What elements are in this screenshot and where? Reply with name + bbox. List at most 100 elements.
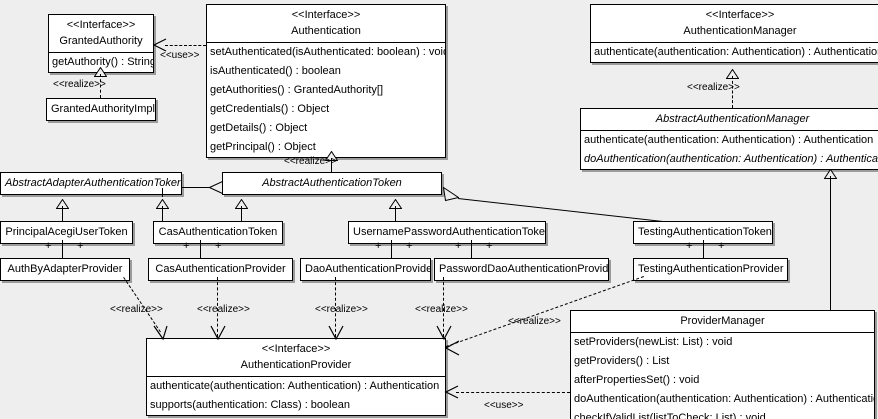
class-box-username-password-authentication-token[interactable]: UsernamePasswordAuthenticationToken (348, 221, 546, 244)
member-row: authenticate(authentication: Authenticat… (150, 380, 440, 392)
realize-label-cas-authentication-provider: <<realize>> (197, 304, 250, 315)
generalization-line-adapter-token (182, 187, 209, 188)
realize-line-abstract-authentication-manager (732, 76, 733, 108)
realize-arrowhead-dao-provider (328, 325, 344, 341)
realize-line-cas-authentication-provider (217, 277, 218, 337)
realize-arrowhead-cas-provider (210, 325, 226, 341)
generalization-line-username-password-token (241, 206, 242, 221)
class-name-label: AbstractAuthenticationToken (262, 177, 402, 189)
member-row: doAuthentication(authentication: Authent… (574, 393, 874, 405)
class-header: <<Interface>> GrantedAuthority (49, 15, 153, 52)
realize-label-dao-authentication-provider: <<realize>> (315, 304, 368, 315)
member-row: setAuthenticated(isAuthenticated: boolea… (210, 46, 445, 58)
class-members: getAuthority() : String (49, 53, 153, 72)
realize-arrowhead-auth-by-adapter (153, 325, 168, 341)
class-name-label: GrantedAuthorityImpl (51, 103, 155, 115)
realize-label-abstract-authentication-token: <<realize>> (284, 156, 337, 167)
association-plus: + (77, 240, 84, 252)
class-members: authenticate(authentication: Authenticat… (581, 131, 878, 169)
realize-arrowhead-testing-provider (444, 340, 460, 356)
class-members: setAuthenticated(isAuthenticated: boolea… (207, 43, 445, 157)
class-box-password-dao-authentication-provider[interactable]: PasswordDaoAuthenticationProvider (434, 258, 609, 281)
member-row: authenticate(authentication: Authenticat… (594, 46, 878, 58)
stereotype-label: <<Interface>> (705, 9, 775, 21)
member-row: getAuthority() : String (52, 56, 153, 68)
association-plus: + (718, 240, 725, 252)
member-row: getDetails() : Object (210, 122, 308, 134)
class-box-auth-by-adapter-provider[interactable]: AuthByAdapterProvider (0, 258, 130, 281)
class-name-label: GrantedAuthority (59, 35, 143, 47)
divider (581, 130, 878, 131)
generalization-arrowhead-cas-token (155, 196, 170, 209)
class-members: authenticate(authentication: Authenticat… (147, 377, 445, 415)
class-box-cas-authentication-token[interactable]: CasAuthenticationToken (153, 221, 283, 244)
class-box-abstract-adapter-authentication-token[interactable]: AbstractAdapterAuthenticationToken (0, 172, 182, 195)
member-row: supports(authentication: Class) : boolea… (150, 399, 350, 411)
realize-line-granted-authority-impl (100, 74, 101, 98)
generalization-arrowhead-abstract-authentication-token-right (442, 186, 460, 202)
use-arrowhead-granted-authority (152, 38, 167, 52)
generalization-line-principal-acegi-user-token (62, 206, 63, 221)
class-name-label: TestingAuthenticationToken (638, 226, 772, 238)
generalization-arrowhead-abstract-authentication-manager (823, 166, 838, 179)
class-name-label: ProviderManager (680, 315, 765, 327)
association-plus: + (486, 240, 493, 252)
class-box-abstract-authentication-manager[interactable]: AbstractAuthenticationManager authentica… (580, 108, 878, 170)
class-box-cas-authentication-provider[interactable]: CasAuthenticationProvider (148, 258, 293, 281)
realize-line-dao-authentication-provider (335, 277, 336, 337)
divider (49, 52, 153, 53)
class-header: <<Interface>> AuthenticationProvider (147, 339, 445, 376)
class-box-testing-authentication-provider[interactable]: TestingAuthenticationProvider (633, 258, 788, 281)
member-row: authenticate(authentication: Authenticat… (584, 134, 874, 146)
use-label-granted-authority: <<use>> (160, 50, 200, 61)
class-box-granted-authority-impl[interactable]: GrantedAuthorityImpl (46, 98, 156, 121)
association-line-principal-to-authbyadapter (62, 240, 63, 258)
generalization-line-username-password-token-2 (395, 206, 396, 221)
generalization-line-cas-authentication-token-up (162, 188, 163, 197)
generalization-line-provider-manager (830, 176, 831, 310)
association-plus: + (183, 240, 190, 252)
association-plus: + (686, 240, 693, 252)
divider (207, 42, 445, 43)
realize-label-auth-by-adapter-provider: <<realize>> (110, 304, 163, 315)
generalization-arrowhead-abstract-authentication-token-left (208, 180, 223, 195)
association-plus: + (455, 240, 462, 252)
use-line-provider-manager (456, 392, 570, 393)
generalization-arrowhead-username-password-token-2 (388, 196, 403, 209)
member-row: checkIfValidList(listToCheck: List) : vo… (574, 412, 766, 419)
class-box-authentication-manager[interactable]: <<Interface>> AuthenticationManager auth… (590, 4, 878, 63)
stereotype-label: <<Interface>> (66, 19, 136, 31)
generalization-line-cas-authentication-token (162, 206, 163, 221)
class-box-authentication[interactable]: <<Interface>> Authentication setAuthenti… (206, 4, 446, 158)
divider (571, 332, 874, 333)
divider (591, 42, 878, 43)
class-box-granted-authority[interactable]: <<Interface>> GrantedAuthority getAuthor… (48, 14, 154, 73)
use-label-provider-manager: <<use>> (484, 400, 524, 411)
member-row: getPrincipal() : Object (210, 141, 316, 153)
class-box-dao-authentication-provider[interactable]: DaoAuthenticationProvider (300, 258, 431, 281)
class-name-label: CasAuthenticationProvider (155, 263, 286, 275)
realize-arrowhead-granted-authority (93, 64, 108, 77)
association-line-testing-token-to-testing-provider (703, 240, 704, 258)
member-row: isAuthenticated() : boolean (210, 65, 341, 77)
class-name-label: DaoAuthenticationProvider (305, 263, 431, 275)
class-name-label: UsernamePasswordAuthenticationToken (353, 226, 546, 238)
association-plus: + (215, 240, 222, 252)
class-name-label: AuthenticationProvider (240, 359, 352, 371)
member-row: afterPropertiesSet() : void (574, 374, 700, 386)
use-line-authentication-granted-authority (165, 45, 206, 46)
class-name-label: AuthenticationManager (683, 25, 797, 37)
class-box-abstract-authentication-token[interactable]: AbstractAuthenticationToken (222, 172, 442, 195)
realize-label-testing-authentication-provider: <<realize>> (508, 316, 561, 327)
member-row: getProviders() : List (574, 355, 670, 367)
realize-arrowhead-authentication-manager (725, 66, 740, 79)
class-box-provider-manager[interactable]: ProviderManager setProviders(newList: Li… (570, 310, 875, 419)
class-name-label: Authentication (291, 25, 361, 37)
generalization-arrowhead-username-password-token (234, 196, 249, 209)
association-line-upat-to-password-dao-provider (471, 240, 472, 258)
class-header: <<Interface>> Authentication (207, 5, 445, 42)
class-name-label: CasAuthenticationToken (158, 226, 278, 238)
realize-line-password-dao-authentication-provider (443, 277, 444, 337)
class-box-principal-acegi-user-token[interactable]: PrincipalAcegiUserToken (0, 221, 133, 244)
class-box-authentication-provider[interactable]: <<Interface>> AuthenticationProvider aut… (146, 338, 446, 416)
